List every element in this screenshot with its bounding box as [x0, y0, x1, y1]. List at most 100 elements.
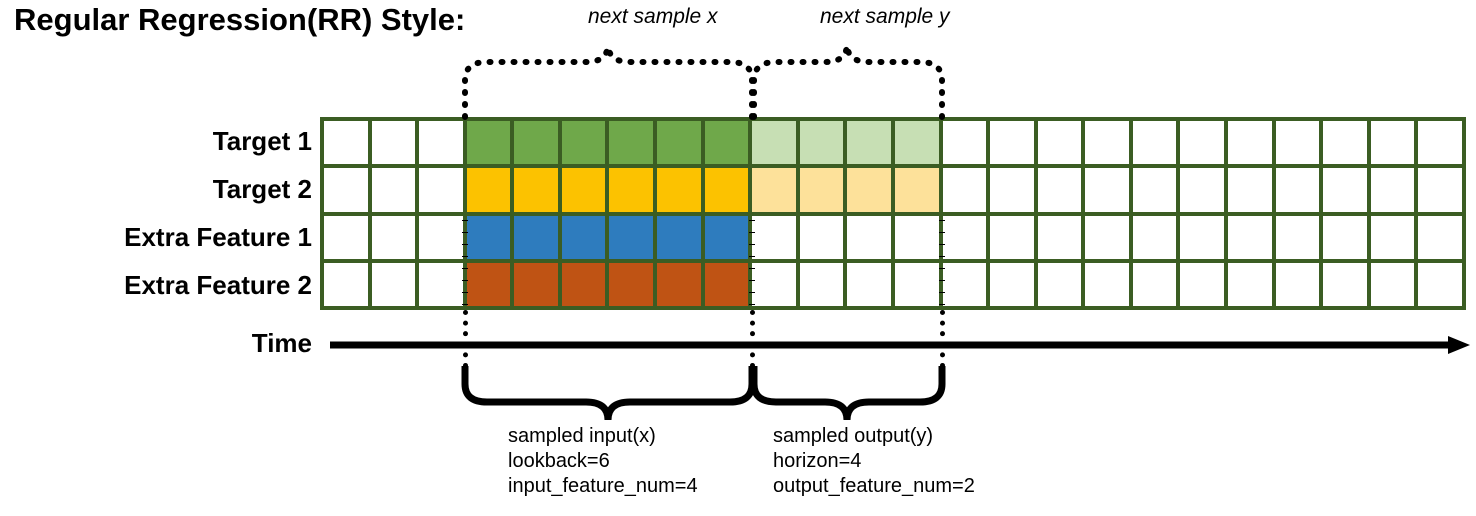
caption-sampled-input: sampled input(x) lookback=6 input_featur…	[508, 424, 698, 499]
grid-cell	[514, 168, 558, 212]
grid-cell	[1275, 262, 1320, 306]
grid-cell	[561, 121, 606, 165]
grid-cell	[1370, 215, 1415, 259]
grid-cell	[1228, 215, 1272, 259]
grid-cell	[1418, 121, 1462, 165]
grid-cell	[752, 215, 796, 259]
grid-cell	[657, 121, 701, 165]
grid-cell	[657, 215, 701, 259]
grid-cell	[752, 168, 796, 212]
grid-cell	[799, 215, 844, 259]
grid-cell	[894, 121, 939, 165]
grid-cell	[1132, 168, 1177, 212]
grid-cell	[561, 215, 606, 259]
grid-cell	[990, 168, 1034, 212]
grid-cell	[1418, 168, 1462, 212]
grid-cell	[1180, 121, 1225, 165]
grid-cell	[704, 262, 749, 306]
grid-cell	[1180, 168, 1225, 212]
grid-cell	[894, 215, 939, 259]
guide-output-end	[940, 310, 945, 368]
grid-cell	[466, 215, 511, 259]
grid-cell	[1085, 215, 1129, 259]
grid-cell	[1085, 168, 1129, 212]
grid-cell	[1085, 121, 1129, 165]
caption-sampled-output-line-1: sampled output(y)	[773, 425, 934, 447]
row-label-extra-feature-2: Extra Feature 2	[124, 270, 312, 300]
grid-cell	[942, 262, 987, 306]
grid-cell	[371, 215, 416, 259]
grid-cell	[1132, 215, 1177, 259]
grid-cell	[704, 215, 749, 259]
grid-cell	[561, 168, 606, 212]
grid-cell	[466, 262, 511, 306]
grid-cell	[990, 262, 1034, 306]
grid-cell	[752, 121, 796, 165]
grid-cell	[942, 215, 987, 259]
grid-cell	[799, 168, 844, 212]
grid-cell	[1228, 121, 1272, 165]
grid-cell	[371, 121, 416, 165]
grid-cell	[466, 168, 511, 212]
grid-cell	[514, 121, 558, 165]
grid-cell	[847, 262, 891, 306]
top-brace-y	[751, 41, 945, 120]
grid-cell	[419, 262, 463, 306]
row-label-extra-feature-1: Extra Feature 1	[124, 222, 312, 252]
grid-cell	[324, 168, 368, 212]
grid-cell	[324, 262, 368, 306]
grid-cell	[752, 262, 796, 306]
grid-cell	[1370, 168, 1415, 212]
axis-label-time: Time	[251, 328, 312, 358]
grid-cell	[1323, 168, 1367, 212]
grid-cell	[1418, 262, 1462, 306]
grid-cell	[799, 262, 844, 306]
grid-cell	[942, 121, 987, 165]
grid-cell	[1132, 262, 1177, 306]
bottom-brace-output	[750, 366, 946, 421]
grid-cell	[1037, 168, 1082, 212]
grid-cell	[561, 262, 606, 306]
grid-cell	[419, 168, 463, 212]
caption-sampled-output: sampled output(y) horizon=4 output_featu…	[773, 424, 975, 499]
grid-cell	[894, 262, 939, 306]
grid-cell	[466, 121, 511, 165]
grid-cell	[1132, 121, 1177, 165]
grid-cell	[1275, 215, 1320, 259]
grid-cell	[1275, 168, 1320, 212]
grid-cell	[657, 168, 701, 212]
grid-cell	[990, 215, 1034, 259]
grid-cell	[1037, 215, 1082, 259]
top-brace-x	[462, 41, 755, 120]
time-axis-arrow	[330, 336, 1470, 354]
timeline-grid	[320, 117, 1466, 310]
grid-cell	[1370, 121, 1415, 165]
caption-sampled-output-line-3: output_feature_num=2	[773, 475, 975, 497]
grid-cell	[847, 215, 891, 259]
grid-cell	[371, 168, 416, 212]
grid-cell	[1037, 121, 1082, 165]
grid-cell	[1323, 121, 1367, 165]
grid-cell	[609, 121, 654, 165]
grid-cell	[609, 262, 654, 306]
caption-sampled-output-line-2: horizon=4	[773, 450, 862, 472]
caption-sampled-input-line-3: input_feature_num=4	[508, 475, 698, 497]
caption-sampled-input-line-2: lookback=6	[508, 450, 610, 472]
grid-cell	[371, 262, 416, 306]
grid-cell	[609, 215, 654, 259]
grid-cell	[704, 121, 749, 165]
caption-next-sample-x: next sample x	[588, 5, 718, 28]
grid-cell	[514, 262, 558, 306]
row-label-target-2: Target 2	[212, 174, 312, 204]
grid-cell	[1370, 262, 1415, 306]
grid-cell	[324, 121, 368, 165]
grid-cell	[704, 168, 749, 212]
grid-cell	[990, 121, 1034, 165]
grid-cell	[419, 121, 463, 165]
grid-cell	[1228, 168, 1272, 212]
grid-cell	[657, 262, 701, 306]
grid-cell	[847, 168, 891, 212]
grid-cell	[1085, 262, 1129, 306]
grid-cell	[1037, 262, 1082, 306]
